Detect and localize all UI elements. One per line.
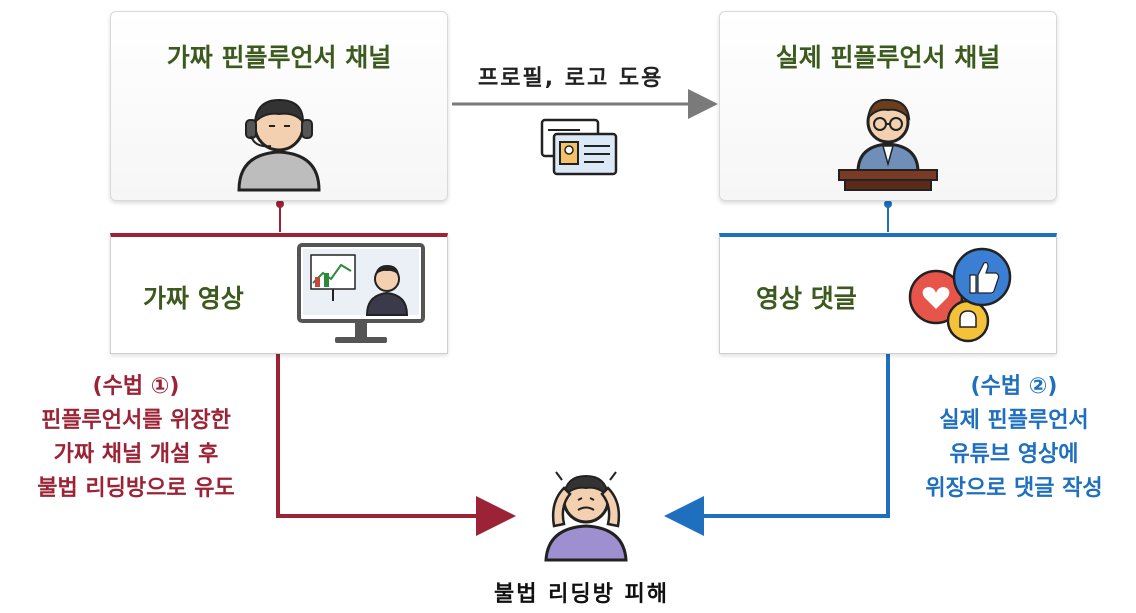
hacker-with-headset-icon (237, 98, 321, 192)
real-channel-card: 실제 핀플루언서 채널 (719, 11, 1057, 201)
method1-line: 가짜 채널 개설 후 (53, 442, 219, 467)
method2-title: (수법 ②) (970, 374, 1058, 399)
fake-channel-title: 가짜 핀플루언서 채널 (166, 43, 392, 72)
comments-box: 영상 댓글 (719, 233, 1057, 354)
method1-arrow (276, 350, 516, 536)
fake-channel-card: 가짜 핀플루언서 채널 (110, 11, 448, 201)
fake-video-box: 가짜 영상 (110, 233, 448, 354)
method2-line: 위장으로 댓글 작성 (925, 476, 1103, 501)
comments-label: 영상 댓글 (756, 284, 857, 313)
like-heart-bell-reactions-icon (908, 247, 1012, 343)
id-card-icon (540, 118, 618, 176)
method2-text: (수법 ②) 실제 핀플루언서 유튜브 영상에 위장으로 댓글 작성 (892, 370, 1136, 506)
real-channel-title: 실제 핀플루언서 채널 (775, 43, 1001, 72)
method2-line: 유튜브 영상에 (949, 442, 1079, 467)
method1-text: (수법 ①) 핀플루언서를 위장한 가짜 채널 개설 후 불법 리딩방으로 유도 (0, 370, 272, 506)
steal-label: 프로필, 로고 도용 (478, 66, 664, 91)
method1-line: 핀플루언서를 위장한 (41, 408, 231, 433)
method1-line: 불법 리딩방으로 유도 (37, 476, 235, 501)
method2-line: 실제 핀플루언서 (939, 408, 1089, 433)
victim-label: 불법 리딩방 피해 (494, 582, 669, 607)
fake-video-label: 가짜 영상 (143, 284, 244, 313)
distressed-person-icon (544, 471, 628, 562)
monitor-with-presenter-icon (297, 243, 425, 343)
method1-title: (수법 ①) (92, 374, 180, 399)
method2-arrow (664, 350, 890, 536)
influencer-at-podium-icon (838, 98, 938, 191)
